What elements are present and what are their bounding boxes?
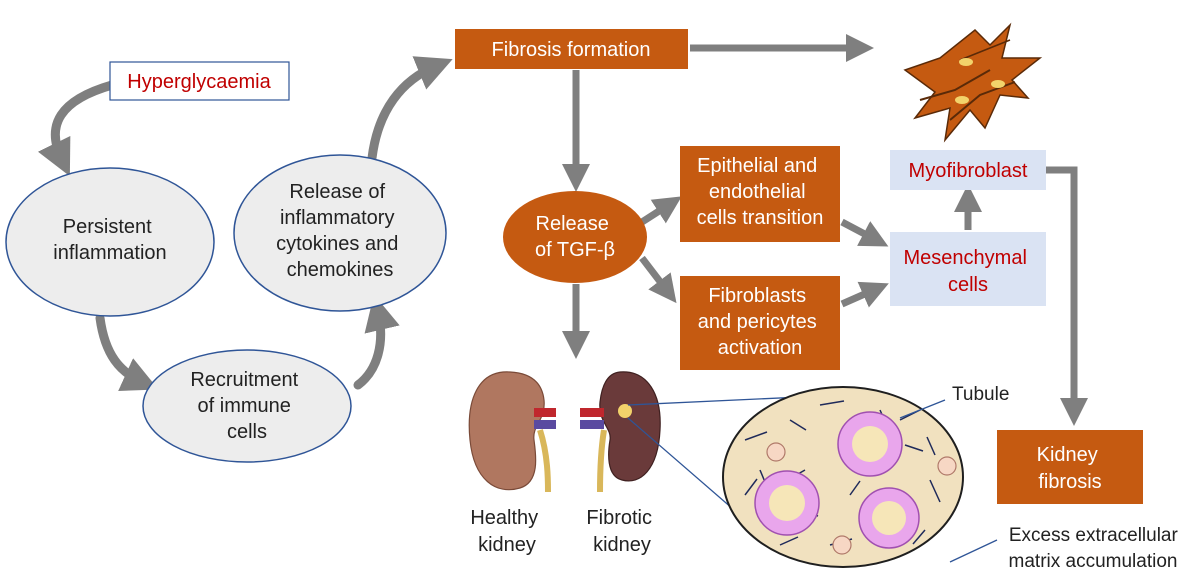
arrow-release-to-fibrosis xyxy=(367,56,453,163)
tubule-3 xyxy=(858,487,920,549)
myofibroblast-box xyxy=(890,150,1046,190)
fibroblasts-activation-box xyxy=(680,276,840,370)
mesenchymal-cells-box xyxy=(890,232,1046,306)
recruitment-node xyxy=(142,349,352,463)
fibrosis-formation-box xyxy=(455,29,688,69)
tubule-label: Tubule xyxy=(952,384,1009,405)
tubule-2 xyxy=(754,470,820,536)
epithelial-transition-label: Epithelial and endothelial cells transit… xyxy=(697,155,824,229)
tubule-pointer xyxy=(899,399,946,419)
arrow-tgf-to-epithelial xyxy=(640,196,682,225)
myofibroblast-cell-illustration xyxy=(903,22,1043,143)
release-tgf-label: Release of TGF-β xyxy=(535,213,615,261)
arrow-myofibroblast-to-kidney-fibrosis xyxy=(1046,166,1088,426)
fibrosis-formation-label: Fibrosis formation xyxy=(492,39,651,61)
recruitment-label: Recruitment of immune cells xyxy=(190,369,303,443)
fibrotic-kidney-illustration xyxy=(580,371,661,493)
arrow-inflammation-to-recruitment xyxy=(95,313,159,391)
ecm-label: Excess extracellular matrix accumulation xyxy=(1009,525,1184,572)
ecm-pointer xyxy=(949,539,998,563)
cycle-arrows xyxy=(37,56,453,391)
release-cytokines-label: Release of inflammatory cytokines and ch… xyxy=(276,181,404,281)
hyperglycaemia-box xyxy=(109,61,290,101)
persistent-inflammation-node xyxy=(5,167,215,317)
epithelial-transition-box xyxy=(680,146,840,242)
arrow-hyperglycaemia-to-inflammation xyxy=(37,80,117,177)
tissue-cross-section xyxy=(722,386,964,568)
hyperglycaemia-label: Hyperglycaemia xyxy=(127,71,271,93)
fibroblasts-activation-label: Fibroblasts and pericytes activation xyxy=(698,285,823,359)
healthy-kidney-label: Healthy kidney xyxy=(470,507,543,556)
healthy-kidney-illustration xyxy=(468,371,556,493)
kidney-fibrosis-label: Kidney fibrosis xyxy=(1037,444,1104,493)
tubule-1 xyxy=(837,411,903,477)
release-tgf-node xyxy=(503,191,647,283)
myofibroblast-label: Myofibroblast xyxy=(909,160,1028,182)
arrow-tgf-to-fibroblasts xyxy=(639,255,677,304)
mesenchymal-cells-label: Mesenchymal cells xyxy=(904,247,1033,296)
arrow-recruitment-to-release xyxy=(353,294,400,390)
release-cytokines-node xyxy=(233,154,447,312)
kidney-fibrosis-box xyxy=(997,430,1143,504)
arrow-epithelial-to-mesenchymal xyxy=(840,218,889,247)
fibrotic-kidney-label: Fibrotic kidney xyxy=(586,507,657,556)
pathway-arrows xyxy=(562,34,1088,426)
arrow-fibroblasts-to-mesenchymal xyxy=(840,281,889,308)
persistent-inflammation-label: Persistent inflammation xyxy=(53,216,166,264)
